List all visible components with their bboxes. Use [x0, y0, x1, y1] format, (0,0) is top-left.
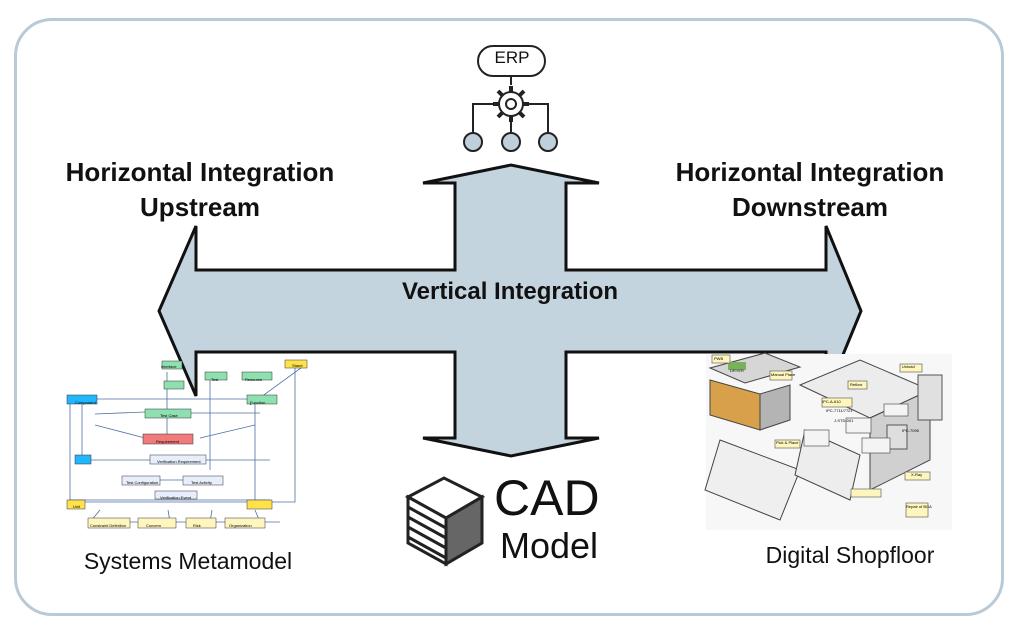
metamodel-label-test: Test — [211, 377, 219, 382]
metamodel-label-organization: Organization — [229, 523, 252, 528]
metamodel-label-component: Component — [75, 400, 96, 405]
systems-metamodel-caption: Systems Metamodel — [83, 548, 293, 574]
shopfloor-label-dryer: DRYER — [730, 368, 744, 373]
shopfloor-label-ipc-7095: IPC-7095 — [902, 428, 919, 433]
shopfloor-label-pwb: PWB — [714, 356, 724, 361]
erp-icon — [463, 45, 558, 152]
metamodel-label-test-case: Test Case — [160, 413, 178, 418]
metamodel-label-function: Function — [250, 400, 266, 405]
metamodel-label-concern: Concern — [146, 523, 162, 528]
metamodel-label-verification-requirement: Verification Requirement — [157, 459, 201, 464]
cad-subtitle: Model — [500, 525, 599, 566]
digital-shopfloor-graphic — [704, 352, 952, 530]
shopfloor-label-ipc-7711: IPC-7711/7721 — [826, 408, 853, 413]
metamodel-label-constraint-definition: Constraint Definition — [90, 523, 127, 528]
shopfloor-label-ipc-a-610: IPC-A-610 — [822, 399, 841, 404]
gear-icon — [493, 86, 529, 122]
cad-title: CAD — [494, 470, 600, 526]
shopfloor-label-repair-bga: Repair of BGA — [906, 504, 932, 509]
shopfloor-label-unload: Unload — [902, 364, 915, 369]
vertical-integration-label: Vertical Integration — [401, 278, 619, 305]
shopfloor-label-pick-place: Pick & Place — [776, 440, 799, 445]
digital-shopfloor-caption: Digital Shopfloor — [765, 542, 935, 568]
systems-metamodel-graphic — [66, 359, 308, 529]
metamodel-label-test-activity: Test Activity — [191, 480, 212, 485]
metamodel-label-risk: Risk — [193, 523, 201, 528]
metamodel-label-resource: Resource — [245, 377, 263, 382]
metamodel-label-interface: Interface — [161, 364, 177, 369]
shopfloor-label-reflow: Reflow — [850, 382, 863, 387]
metamodel-label-stand: Stand — [292, 363, 303, 368]
shopfloor-label-x-ray: X-Ray — [911, 472, 923, 477]
shopfloor-label-manual-place: Manual Place — [771, 372, 796, 377]
metamodel-label-test-configuration: Test Configuration — [126, 480, 159, 485]
metamodel-label-unit: Unit — [73, 504, 81, 509]
metamodel-text-layer: Component Interface Function Test Resour… — [60, 355, 320, 535]
shopfloor-text-layer: PWB Manual Place DRYER Pick & Place Refl… — [706, 354, 952, 530]
downstream-label: Horizontal Integration Downstream — [675, 157, 945, 222]
shopfloor-label-jstd: J-STD-001 — [834, 418, 854, 423]
metamodel-label-requirement: Requirement — [156, 439, 179, 444]
upstream-label: Horizontal Integration Upstream — [65, 157, 335, 222]
cad-cube-icon — [404, 476, 486, 567]
metamodel-label-verification-event: Verification Event — [160, 495, 191, 500]
erp-label: ERP — [494, 48, 530, 67]
four-way-arrow — [157, 163, 863, 458]
